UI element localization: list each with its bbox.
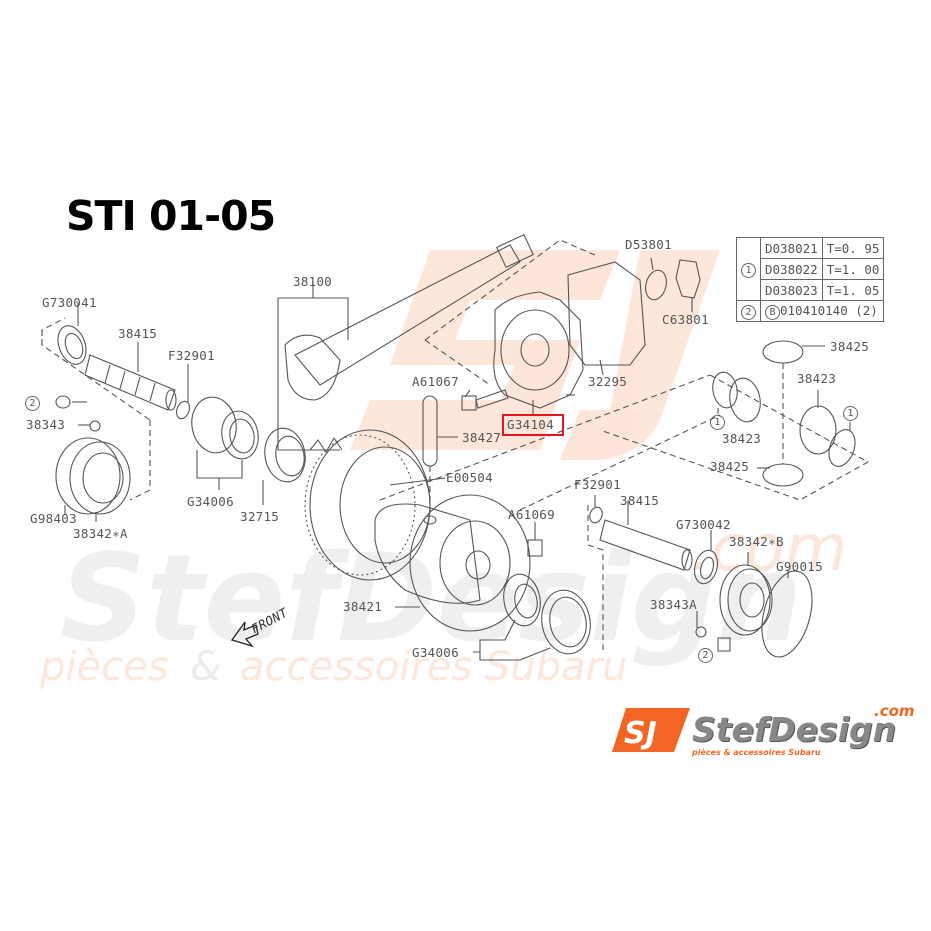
logo-suffix: .com bbox=[874, 702, 915, 720]
svg-text:&: & bbox=[190, 644, 221, 690]
label-38100: 38100 bbox=[293, 274, 333, 289]
svg-text:.com: .com bbox=[690, 512, 847, 586]
svg-text:pièces: pièces bbox=[39, 644, 169, 690]
table-row: 1 D038021 T=0. 95 bbox=[736, 237, 885, 301]
label-ref2-right: 2 bbox=[698, 647, 713, 663]
logo-name: StefDesign bbox=[692, 710, 897, 749]
label-g98403: G98403 bbox=[30, 511, 77, 526]
label-c63801: C63801 bbox=[662, 312, 709, 327]
part-number-cell: D038021 bbox=[760, 237, 823, 259]
table-row: D038023 T=1. 05 bbox=[737, 279, 885, 301]
label-38343: 38343 bbox=[26, 417, 66, 432]
ref-circle-2: 2 bbox=[741, 304, 756, 320]
front-arrow-icon bbox=[230, 621, 259, 648]
sj-logo-icon: SJ bbox=[612, 708, 690, 752]
label-32295: 32295 bbox=[588, 374, 628, 389]
highlight-box-g34104 bbox=[502, 414, 564, 436]
label-38425-top: 38425 bbox=[830, 339, 870, 354]
bolt-value: 010410140 (2) bbox=[780, 302, 878, 318]
spec-cell: T=0. 95 bbox=[821, 237, 885, 259]
page-title: STI 01-05 bbox=[66, 192, 276, 240]
label-38423-left: 38423 bbox=[722, 431, 762, 446]
label-g34104: G34104 bbox=[507, 417, 554, 432]
label-38425-bottom: 38425 bbox=[710, 459, 750, 474]
label-g34006-bottom: G34006 bbox=[412, 645, 459, 660]
label-d53801: D53801 bbox=[625, 237, 672, 252]
parts-spec-table: 1 D038021 T=0. 95 D038022 T=1. 00 D03802… bbox=[736, 237, 885, 322]
ref-circle-1: 1 bbox=[741, 262, 756, 278]
label-ref1-right: 1 bbox=[843, 405, 858, 421]
label-e00504: E00504 bbox=[446, 470, 493, 485]
spec-cell: T=1. 05 bbox=[821, 279, 885, 301]
label-a61069: A61069 bbox=[508, 507, 555, 522]
label-32715: 32715 bbox=[240, 509, 280, 524]
label-38423-right: 38423 bbox=[797, 371, 837, 386]
stefdesign-logo: SJ StefDesign .com pièces & accessoires … bbox=[612, 700, 922, 760]
part-number-cell: D038022 bbox=[760, 258, 823, 280]
label-38427: 38427 bbox=[462, 430, 502, 445]
part-number-cell: D038023 bbox=[760, 279, 823, 301]
label-g730042: G730042 bbox=[676, 517, 731, 532]
logo-tagline: pièces & accessoires Subaru bbox=[692, 748, 821, 757]
label-ref1-left: 1 bbox=[710, 414, 725, 430]
label-g90015: G90015 bbox=[776, 559, 823, 574]
spec-cell: T=1. 00 bbox=[821, 258, 885, 280]
label-a61067: A61067 bbox=[412, 374, 459, 389]
ref-cell: 1 bbox=[736, 237, 761, 301]
label-38415-left: 38415 bbox=[118, 326, 158, 341]
ref-cell: 2 bbox=[736, 300, 761, 322]
label-g34006-left: G34006 bbox=[187, 494, 234, 509]
svg-text:SJ: SJ bbox=[624, 716, 657, 751]
label-f32901-right: F32901 bbox=[574, 477, 621, 492]
label-38421: 38421 bbox=[343, 599, 383, 614]
label-38415-right: 38415 bbox=[620, 493, 660, 508]
label-38343a: 38343A bbox=[650, 597, 697, 612]
label-g730041: G730041 bbox=[42, 295, 97, 310]
label-f32901-left: F32901 bbox=[168, 348, 215, 363]
label-38342b: 38342∗B bbox=[729, 534, 784, 549]
marker-circle-b: B bbox=[765, 304, 780, 320]
svg-text:accessoires Subaru: accessoires Subaru bbox=[240, 644, 627, 690]
label-38342a: 38342∗A bbox=[73, 526, 128, 541]
label-ref2-left: 2 bbox=[25, 395, 40, 411]
